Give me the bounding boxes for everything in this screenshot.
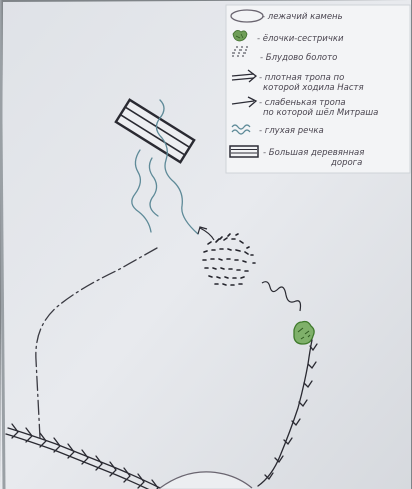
swamp-icon [232,46,248,57]
plank-road-icon [229,145,259,158]
weak-path-to-fir-trees [257,339,318,487]
weak-path-mitrasha-upper [197,226,215,241]
paper-left-edge [0,0,6,489]
swamp-area [202,233,256,286]
legend-label-river: - глухая речка [259,126,324,136]
plank-road-bridge [114,98,196,164]
oval-stone-icon [230,9,264,23]
double-arrow-icon [231,69,258,83]
legend-label-weak-path: - слабенькая тропа по которой шёл Митраш… [259,98,378,118]
legend-label-dense-path: - плотная тропа по которой ходила Настя [259,73,364,93]
dense-path-nastya [5,423,161,489]
legend-card [225,4,411,174]
legend-label-swamp: - Блудово болото [260,53,337,63]
lying-stone-map [159,471,253,489]
wavy-river-icon [231,124,251,135]
legend-label-plank-road: - Большая деревянная дорога [263,148,367,168]
legend-label-fir-trees: - ёлочки-сестрички [257,34,344,44]
fir-trees-icon [232,30,248,42]
weak-path-mitrasha-wave [261,281,302,312]
legend-label-stone: - лежачий камень [262,12,343,22]
deaf-river [131,99,199,235]
dash-dot-trail [35,247,158,439]
single-arrow-icon [231,96,258,108]
fir-trees-sisters [293,320,315,345]
